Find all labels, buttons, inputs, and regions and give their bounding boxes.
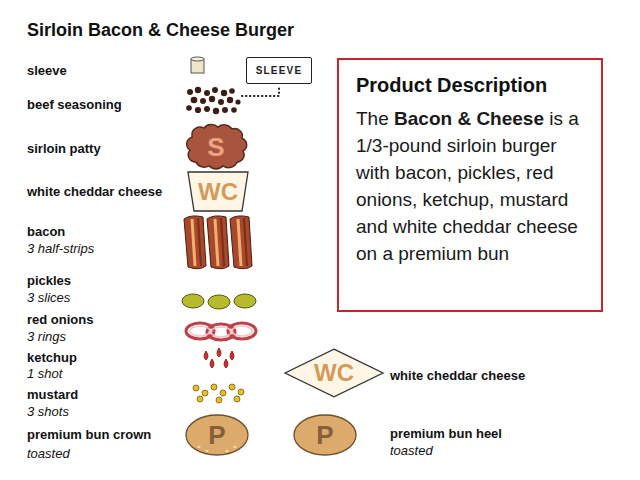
shape-letter: WC [314,361,354,385]
label-holder: mustard [27,385,78,403]
bacon-strips [184,216,252,269]
pickle-slices [182,294,256,309]
part-label: bacon [27,224,65,239]
part-label: sirloin patty [27,141,101,156]
cheese-slice-node: WC [187,171,249,212]
emphasis: Bacon & Cheese [394,108,544,129]
label-holder: 3 slices [27,288,70,306]
label-holder: white cheddar cheese [390,366,525,384]
quantity-label: 1 shot [27,366,62,381]
label-holder: bacon [27,222,65,240]
part-label: mustard [27,387,78,402]
label-holder: red onions [27,310,93,328]
label-holder: sleeve [27,61,67,79]
patty-node: S [184,123,248,170]
shape-letter: P [208,422,225,448]
seasoning-dots [186,87,240,114]
label-holder: 3 shots [27,402,69,420]
bun-crown-node: P [185,414,249,456]
label-holder: sirloin patty [27,139,101,157]
description-panel: Product DescriptionThe Bacon & Cheese is… [337,58,603,312]
shape-letter: S [207,134,224,160]
quantity-label: 3 shots [27,404,69,419]
label-holder: 3 half-strips [27,239,94,257]
quantity-label: toasted [27,446,70,461]
tag-text: SLEEVE [256,65,303,76]
shape-letter: WC [198,180,238,204]
shape-letter: P [316,422,333,448]
label-holder: premium bun crown [27,425,151,443]
label-holder: beef seasoning [27,95,122,113]
label-holder: toasted [27,444,70,462]
quantity-label: 3 slices [27,290,70,305]
quantity-label: 3 half-strips [27,241,94,256]
part-label: premium bun crown [27,427,151,442]
label-holder: ketchup [27,348,77,366]
dotted-leader [242,88,279,96]
label-holder: 3 rings [27,327,66,345]
part-label: pickles [27,273,71,288]
title-holder: Sirloin Bacon & Cheese Burger [27,20,294,41]
panel-body: The Bacon & Cheese is a 1/3-pound sirloi… [356,105,588,267]
part-label: premium bun heel [390,426,502,441]
label-holder: pickles [27,271,71,289]
cheese-diamond-node: WC [284,348,384,398]
quantity-label: 3 rings [27,329,66,344]
label-holder: premium bun heel [390,424,502,442]
part-label: white cheddar cheese [390,368,525,383]
sleeve-icon [191,57,204,73]
label-holder: toasted [390,441,433,459]
part-label: red onions [27,312,93,327]
quantity-label: toasted [390,443,433,458]
panel-heading: Product Description [356,74,547,97]
bun-heel-node: P [293,414,357,456]
part-label: sleeve [27,63,67,78]
mustard-dots [193,384,244,403]
label-holder: white cheddar cheese [27,182,162,200]
diagram-title: Sirloin Bacon & Cheese Burger [27,20,294,40]
part-label: ketchup [27,350,77,365]
sleeve-tag: SLEEVE [246,57,312,84]
part-label: white cheddar cheese [27,184,162,199]
onion-rings [186,323,256,340]
part-label: beef seasoning [27,97,122,112]
label-holder: 1 shot [27,364,62,382]
ketchup-drops [204,348,234,368]
